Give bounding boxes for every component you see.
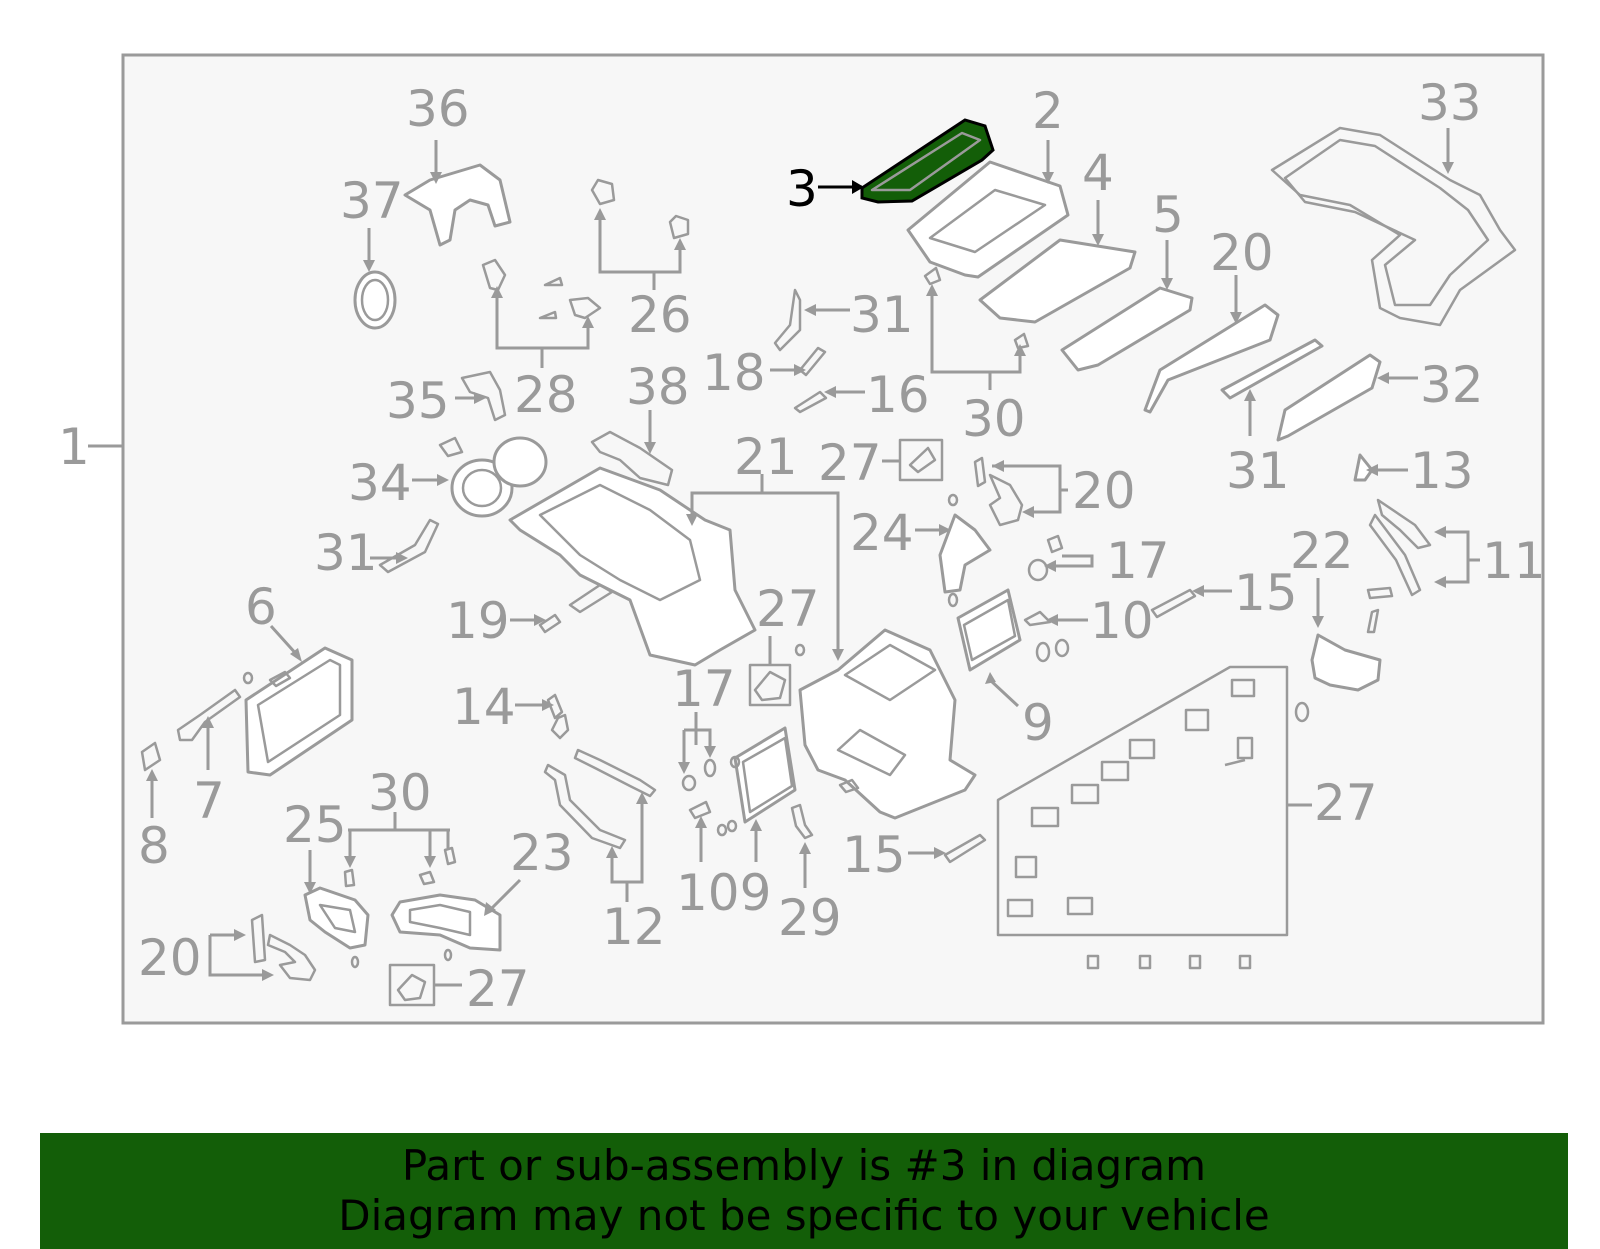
part-8 xyxy=(140,741,162,772)
part-20-top xyxy=(1143,303,1280,414)
callout-1: 1 xyxy=(58,418,90,476)
callout-17b: 17 xyxy=(672,660,736,718)
callout-36: 36 xyxy=(406,80,470,138)
callout-20a: 20 xyxy=(1210,224,1274,282)
part-38 xyxy=(590,430,674,487)
callout-34: 34 xyxy=(348,454,412,512)
part-31-left xyxy=(378,518,440,574)
callout-18: 18 xyxy=(702,344,766,402)
callout-4: 4 xyxy=(1082,144,1114,202)
part-28 xyxy=(481,258,602,320)
callout-20c: 20 xyxy=(138,929,202,987)
part-20-bottom xyxy=(250,913,317,982)
diagram-frame xyxy=(121,53,1545,1025)
parts-diagram: 1 2 3 4 5 6 7 8 9 10 109 11 12 13 14 15 … xyxy=(58,53,1546,1025)
callout-38: 38 xyxy=(626,358,690,416)
part-31-clip xyxy=(773,288,802,352)
callout-26: 26 xyxy=(628,286,692,344)
callout-27b: 27 xyxy=(756,580,820,638)
callout-19: 19 xyxy=(446,592,510,650)
part-22 xyxy=(1310,633,1382,692)
callout-11: 11 xyxy=(1482,532,1546,590)
callout-10: 10 xyxy=(1090,592,1154,650)
callout-15b: 15 xyxy=(842,826,906,884)
callout-35: 35 xyxy=(386,372,450,430)
part-6 xyxy=(244,646,354,777)
callout-16: 16 xyxy=(866,366,930,424)
callout-5: 5 xyxy=(1152,186,1184,244)
part-2 xyxy=(906,160,1070,279)
callout-12: 12 xyxy=(602,898,666,956)
part-20-hose xyxy=(973,456,1024,527)
banner-line-1: Part or sub-assembly is #3 in diagram xyxy=(401,1141,1207,1190)
part-5 xyxy=(1060,286,1194,372)
callout-22: 22 xyxy=(1290,522,1354,580)
info-banner: Part or sub-assembly is #3 in diagram Di… xyxy=(40,1133,1568,1249)
callout-30b: 30 xyxy=(368,764,432,822)
callout-32: 32 xyxy=(1420,356,1484,414)
callout-14: 14 xyxy=(452,678,516,736)
part-29 xyxy=(790,803,814,840)
callout-15a: 15 xyxy=(1234,564,1298,622)
callout-109: 109 xyxy=(676,864,771,922)
callout-33: 33 xyxy=(1418,74,1482,132)
part-evaporator xyxy=(733,726,797,824)
part-36 xyxy=(403,163,512,247)
callout-37: 37 xyxy=(340,172,404,230)
callout-27a: 27 xyxy=(818,434,882,492)
callout-20b: 20 xyxy=(1072,462,1136,520)
part-31-bar xyxy=(1220,338,1324,400)
part-9 xyxy=(956,588,1022,672)
callout-27c: 27 xyxy=(1314,774,1378,832)
part-34 xyxy=(438,436,548,518)
part-4 xyxy=(978,238,1137,324)
part-16 xyxy=(793,390,828,414)
callout-labels: 1 2 3 4 5 6 7 8 9 10 109 11 12 13 14 15 … xyxy=(58,74,1546,1018)
callout-21: 21 xyxy=(734,428,798,486)
callout-24: 24 xyxy=(850,504,914,562)
callout-31b: 31 xyxy=(1226,442,1290,500)
part-18 xyxy=(798,346,827,377)
callout-27d: 27 xyxy=(466,960,530,1018)
callout-28: 28 xyxy=(514,366,578,424)
part-7 xyxy=(176,688,242,742)
part-14 xyxy=(546,693,570,740)
callout-8: 8 xyxy=(138,817,170,875)
part-15 xyxy=(1150,588,1197,619)
callout-3: 3 xyxy=(786,160,818,218)
callout-29: 29 xyxy=(778,889,842,947)
part-19 xyxy=(538,613,562,634)
part-15-lower xyxy=(943,833,987,864)
part-21-lower xyxy=(798,628,977,820)
callout-25: 25 xyxy=(283,796,347,854)
part-27-kit xyxy=(996,665,1289,937)
part-3-highlight[interactable] xyxy=(860,118,995,204)
callout-6: 6 xyxy=(245,578,277,636)
part-24 xyxy=(938,513,992,594)
callout-23: 23 xyxy=(510,824,574,882)
part-11 xyxy=(1368,498,1432,597)
callout-31a: 31 xyxy=(850,286,914,344)
banner-line-2: Diagram may not be specific to your vehi… xyxy=(338,1191,1270,1240)
callout-9: 9 xyxy=(1022,694,1054,752)
part-25 xyxy=(303,886,370,950)
part-12 xyxy=(543,748,657,850)
part-35 xyxy=(460,370,507,422)
callout-2: 2 xyxy=(1032,82,1064,140)
callout-7: 7 xyxy=(193,772,225,830)
part-32 xyxy=(1276,353,1382,442)
callout-31c: 31 xyxy=(314,524,378,582)
callout-13: 13 xyxy=(1410,442,1474,500)
part-26 xyxy=(590,178,690,240)
callout-30a: 30 xyxy=(962,390,1026,448)
callout-17a: 17 xyxy=(1106,532,1170,590)
